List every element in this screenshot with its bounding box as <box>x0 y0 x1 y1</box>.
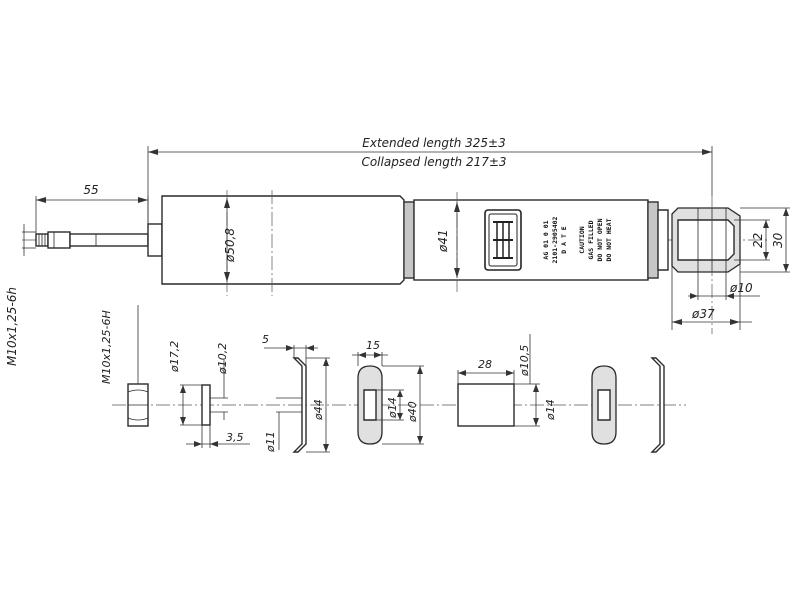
cup-outer-label: ø44 <box>312 399 325 421</box>
washer-inner-label: ø10,2 <box>216 343 229 375</box>
eye-outer-label: ø37 <box>691 307 715 321</box>
body-label: AG 01 0 01 2101-2905402 D A T E CAUTION … <box>542 216 613 263</box>
washer-outer-label: ø17,2 <box>168 341 181 373</box>
brand-logo-icon <box>484 209 522 271</box>
spacer-outer-label: ø10,5 <box>518 345 531 377</box>
main-dimensions: Extended length 325±3 Collapsed length 2… <box>5 136 790 366</box>
rubber-bushing-part-2 <box>591 365 617 445</box>
rod-seal-cap <box>147 223 163 257</box>
spacer-inner-label: ø14 <box>544 399 557 421</box>
spacer-length-label: 28 <box>478 358 492 371</box>
cup-inner-label: ø11 <box>264 431 277 453</box>
label-line-5: GAS FILLED <box>587 220 595 259</box>
label-line-4: CAUTION <box>578 226 586 253</box>
label-line-7: DO NOT HEAT <box>605 218 613 261</box>
end-cap <box>657 209 669 271</box>
rod-length-label: 55 <box>83 183 98 197</box>
shock-absorber-assembly: AG 01 0 01 2101-2905402 D A T E CAUTION … <box>22 190 770 334</box>
eye-width-inner-label: 22 <box>751 233 765 248</box>
cup-washer-part-2 <box>650 357 665 453</box>
eye-mount <box>671 196 741 334</box>
main-body-cylinder <box>161 195 405 285</box>
knurled-band-left <box>403 201 415 279</box>
cup-thickness-label: 5 <box>262 333 269 346</box>
spacer-tube-part: 28 ø14 ø10,5 <box>457 334 557 427</box>
rubber-bushing-part: 15 ø14 ø40 <box>352 339 424 445</box>
washer-part: ø17,2 ø10,2 3,5 <box>168 341 250 448</box>
eye-width-outer-label: 30 <box>771 232 785 248</box>
label-line-1: AG 01 0 01 <box>542 220 550 259</box>
extended-length-label: Extended length 325±3 <box>362 136 505 150</box>
collapsed-length-label: Collapsed length 217±3 <box>361 155 506 169</box>
nut-thread-label: M10x1,25-6H <box>100 310 113 384</box>
nut-part: M10x1,25-6H <box>100 305 149 427</box>
label-line-2: 2101-2905402 <box>551 216 559 263</box>
cup-washer-part: ø11 5 ø44 <box>262 333 330 453</box>
rod-thread-end <box>35 231 71 249</box>
bushing-outer-label: ø40 <box>406 401 419 423</box>
eye-bore-label: ø10 <box>729 281 753 295</box>
label-line-3: D A T E <box>560 226 568 253</box>
piston-rod <box>69 233 149 247</box>
sleeve-diameter-label: ø41 <box>436 229 450 253</box>
bushing-inner-label: ø14 <box>386 397 399 419</box>
rod-thread-label: M10x1,25-6h <box>5 287 19 366</box>
label-line-6: DO NOT OPEN <box>596 218 604 261</box>
washer-thickness-label: 3,5 <box>226 431 244 444</box>
knurled-band-right <box>647 201 659 279</box>
bushing-width-label: 15 <box>366 339 380 352</box>
body-diameter-label: ø50,8 <box>223 228 237 263</box>
